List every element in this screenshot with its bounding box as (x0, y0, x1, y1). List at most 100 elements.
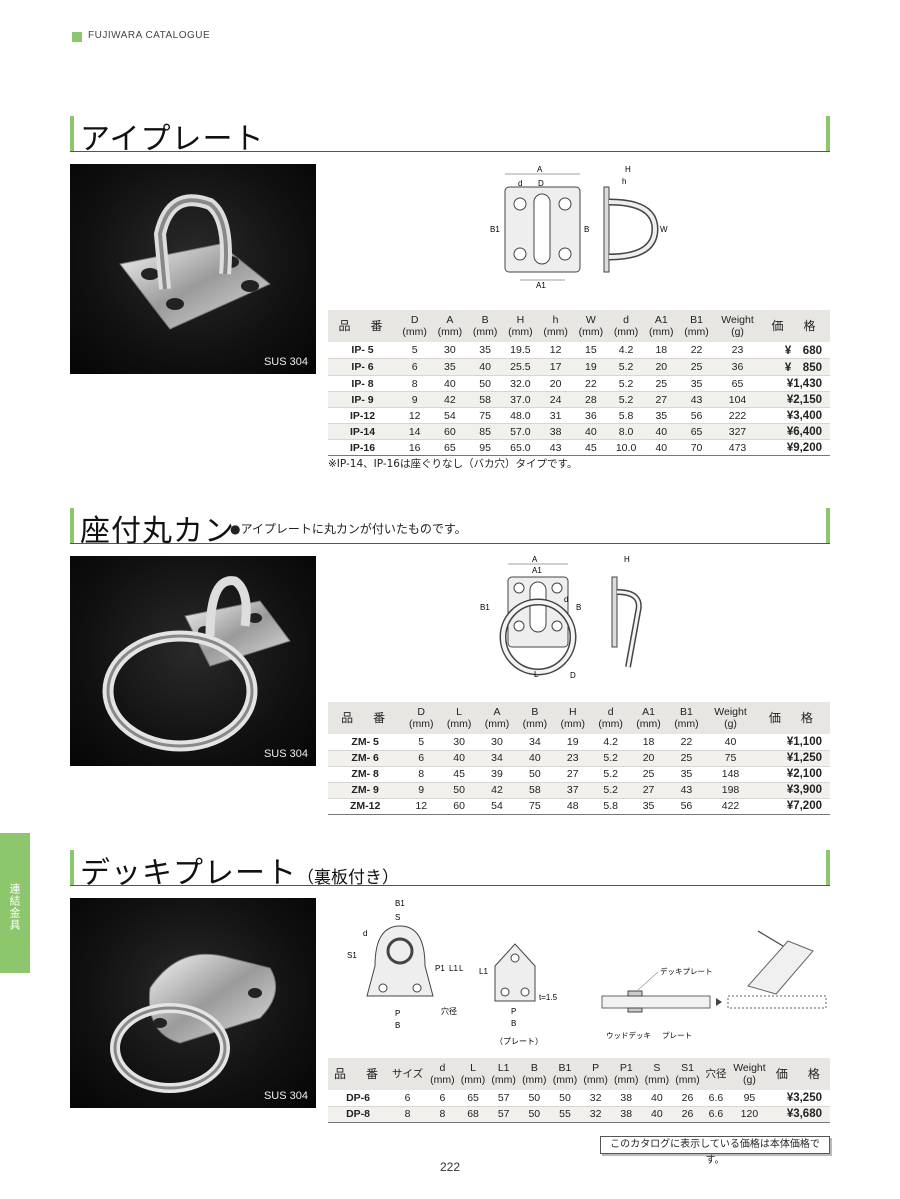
table-cell: 75 (705, 750, 756, 767)
table-cell: 38 (610, 1090, 642, 1107)
table-cell: 55 (549, 1106, 581, 1123)
table-cell: 38 (537, 423, 574, 440)
table-cell: 35 (643, 407, 679, 424)
eye-plate-material: SUS 304 (263, 356, 308, 368)
table-cell: 54 (478, 798, 516, 815)
table-cell: 57.0 (502, 423, 538, 440)
dim-b: B (584, 225, 589, 234)
deck-plate-header: L(mm) (457, 1058, 489, 1090)
table-cell: 12 (397, 407, 433, 424)
table-cell: 34 (478, 750, 516, 767)
table-cell: 25 (643, 375, 679, 392)
table-cell: 4.2 (591, 734, 630, 751)
table-cell: 8.0 (608, 423, 644, 440)
table-cell: 12 (402, 798, 441, 815)
ring-plate-photo: SUS 304 (70, 556, 316, 766)
table-cell: 32 (580, 1090, 611, 1107)
deck-plate-header: L1(mm) (488, 1058, 519, 1090)
table-cell: 8 (402, 766, 441, 783)
dim-l1: L1 (449, 964, 458, 973)
part-number: IP-16 (328, 439, 398, 456)
deck-plate-header: P(mm) (580, 1058, 611, 1090)
ring-plate-header: D(mm) (402, 702, 441, 734)
table-cell: 198 (705, 782, 756, 799)
table-cell: 28 (573, 391, 609, 408)
table-cell: 10.0 (608, 439, 644, 456)
table-cell: 54 (432, 407, 468, 424)
deck-install-diagram: デッキプレート ウッドデッキ プレート (598, 926, 830, 1050)
dim-a: A (532, 555, 538, 564)
table-cell: 40 (641, 1090, 673, 1107)
table-cell: 26 (672, 1106, 703, 1123)
table-cell: 39 (478, 766, 516, 783)
side-tab-category[interactable]: 連結金具 (0, 833, 30, 973)
table-cell: 18 (629, 734, 668, 751)
eye-plate-title: アイプレート (80, 122, 265, 157)
ring-plate-header: d(mm) (591, 702, 630, 734)
table-cell: 104 (714, 391, 761, 408)
table-cell: 40 (515, 750, 554, 767)
table-cell: 65 (714, 375, 761, 392)
part-number: IP-14 (328, 423, 398, 440)
part-number: ZM- 8 (328, 766, 403, 783)
table-cell: 14 (397, 423, 433, 440)
table-cell: 27 (553, 766, 592, 783)
deck-plate-diagram: B1 S d S1 P1 L1 L P B 穴径 L1 t=1.5 P B （プ… (345, 896, 575, 1050)
deck-plate-photo: SUS 304 (70, 898, 316, 1108)
eye-plate-header: 価 格 (760, 310, 830, 342)
table-cell: 8 (388, 1106, 428, 1123)
table-cell: 5.2 (591, 766, 630, 783)
dim-b1: B1 (480, 603, 490, 612)
table-cell: 40 (573, 423, 609, 440)
dim-l: L (534, 670, 539, 679)
table-cell: 5.2 (591, 750, 630, 767)
ring-plate-note: ●アイプレートに丸カンが付いたものです。 (230, 522, 467, 536)
eye-plate-diagram: A d D B1 B A1 H h W (480, 162, 680, 296)
table-cell: 56 (678, 407, 715, 424)
table-cell: 27 (629, 782, 668, 799)
table-cell: 6 (397, 358, 433, 376)
table-cell: 6.6 (702, 1106, 730, 1123)
label-plate: プレート (662, 1031, 692, 1040)
dim-p-plate: P (511, 1007, 516, 1016)
dim-d: d (564, 595, 568, 604)
label-wood-deck: ウッドデッキ (606, 1030, 651, 1040)
table-cell: 40 (641, 1106, 673, 1123)
table-cell: 4.2 (608, 342, 644, 359)
table-cell: 422 (705, 798, 756, 815)
table-cell: 30 (478, 734, 516, 751)
page-number: 222 (439, 1160, 461, 1174)
table-cell: 50 (515, 766, 554, 783)
table-cell: 30 (440, 734, 479, 751)
table-cell: 35 (467, 342, 503, 359)
dim-b: B (395, 1021, 400, 1030)
part-number: DP-8 (328, 1106, 389, 1123)
price: ¥1,100 (755, 734, 830, 751)
table-cell: 40 (467, 358, 503, 376)
table-cell: 32 (580, 1106, 611, 1123)
table-cell: 18 (643, 342, 679, 359)
part-number: ZM- 9 (328, 782, 403, 799)
eye-plate-header: B(mm) (467, 310, 503, 342)
table-cell: 65 (457, 1090, 489, 1107)
table-cell: 37.0 (502, 391, 538, 408)
dim-d: d (363, 929, 367, 938)
price: ¥3,400 (760, 407, 830, 424)
price: ¥6,400 (760, 423, 830, 440)
dim-b1: B1 (490, 225, 500, 234)
dim-l: L (459, 964, 464, 973)
table-cell: 24 (537, 391, 574, 408)
table-cell: 20 (629, 750, 668, 767)
eye-plate-header: 品 番 (328, 310, 398, 342)
table-cell: 473 (714, 439, 761, 456)
side-tab-label: 連結金具 (8, 883, 21, 931)
price: ¥9,200 (760, 439, 830, 456)
dim-b-plate: B (511, 1019, 516, 1028)
deck-plate-title: デッキプレート（裏板付き） (80, 856, 399, 891)
